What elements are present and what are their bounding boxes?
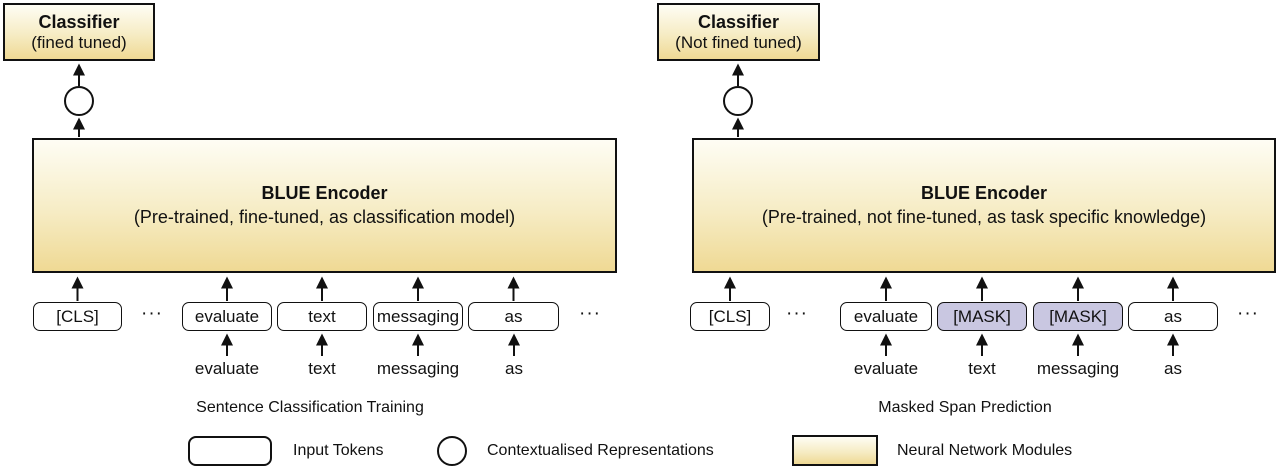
- token-as: as: [468, 302, 559, 331]
- token-evaluate: evaluate: [840, 302, 932, 331]
- legend-contextualised-label: Contextualised Representations: [487, 442, 714, 459]
- legend-modules-label: Neural Network Modules: [897, 442, 1073, 459]
- token-mask: [MASK]: [1033, 302, 1123, 331]
- legend-input-token-swatch: [188, 436, 272, 466]
- input-word: evaluate: [194, 359, 260, 378]
- ellipsis: ···: [786, 303, 808, 324]
- ellipsis: ···: [141, 303, 163, 324]
- encoder-box-left: BLUE Encoder (Pre-trained, fine-tuned, a…: [32, 138, 617, 273]
- classifier-box-right: Classifier (Not fined tuned): [657, 3, 820, 61]
- token-mask: [MASK]: [937, 302, 1027, 331]
- legend-module-swatch: [792, 435, 878, 466]
- input-word: evaluate: [853, 359, 919, 378]
- ellipsis: ···: [579, 303, 601, 324]
- caption-right: Masked Span Prediction: [878, 399, 1052, 416]
- classifier-box-left: Classifier (fined tuned): [3, 3, 155, 61]
- token-messaging: messaging: [373, 302, 463, 331]
- encoder-title: BLUE Encoder: [920, 183, 1048, 204]
- encoder-subtitle: (Pre-trained, not fine-tuned, as task sp…: [761, 206, 1207, 227]
- caption-left: Sentence Classification Training: [196, 399, 424, 416]
- encoder-subtitle: (Pre-trained, fine-tuned, as classificat…: [133, 206, 516, 227]
- input-word: as: [505, 359, 523, 378]
- ellipsis: ···: [1237, 303, 1259, 324]
- input-word: text: [308, 359, 336, 378]
- input-word: as: [1164, 359, 1182, 378]
- legend-circle-swatch: [437, 436, 467, 466]
- token-cls: [CLS]: [33, 302, 122, 331]
- legend-input-tokens-label: Input Tokens: [293, 442, 384, 459]
- input-word: messaging: [1036, 359, 1120, 378]
- classifier-subtitle: (fined tuned): [31, 32, 127, 52]
- token-cls: [CLS]: [690, 302, 770, 331]
- classifier-subtitle: (Not fined tuned): [675, 32, 802, 52]
- token-as: as: [1128, 302, 1218, 331]
- token-evaluate: evaluate: [182, 302, 272, 331]
- input-word: messaging: [376, 359, 460, 378]
- encoder-title: BLUE Encoder: [261, 183, 388, 204]
- classifier-title: Classifier: [697, 11, 780, 32]
- token-text: text: [277, 302, 367, 331]
- contextual-representation-node-left: [64, 86, 94, 116]
- input-word: text: [968, 359, 996, 378]
- classifier-title: Classifier: [38, 11, 120, 32]
- contextual-representation-node-right: [723, 86, 753, 116]
- encoder-box-right: BLUE Encoder (Pre-trained, not fine-tune…: [692, 138, 1276, 273]
